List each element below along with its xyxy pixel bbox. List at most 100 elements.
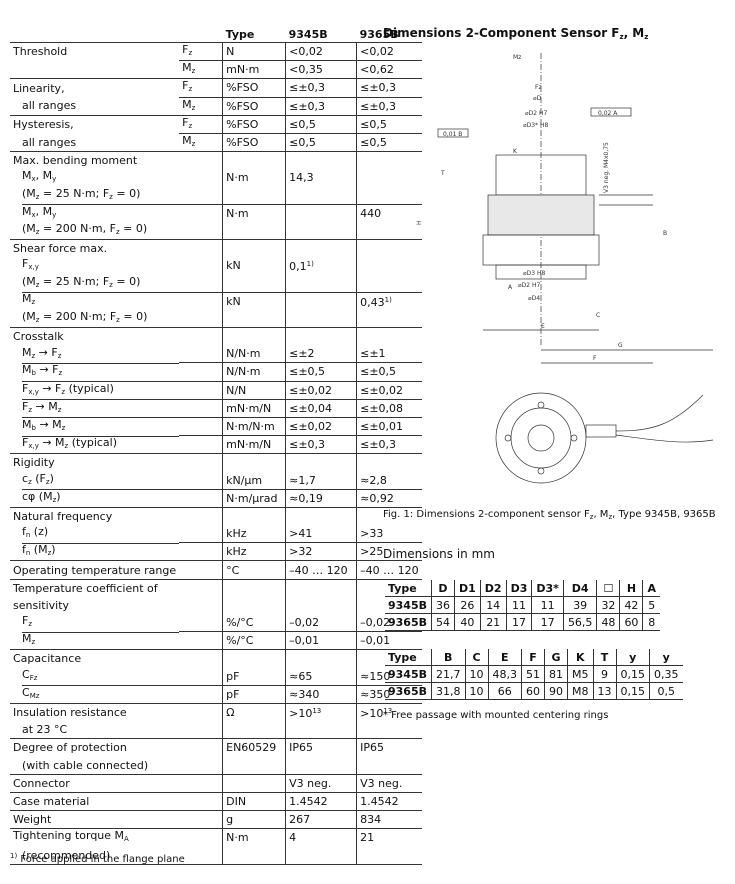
spec-cell-label: Capacitance [10, 649, 180, 668]
spec-cell-unit [222, 186, 286, 205]
spec-cell-v1: –40 … 120 [285, 560, 357, 580]
table-cell: 17 [505, 613, 532, 631]
spec-cell-v1 [285, 291, 357, 310]
spec-cell-unit: N·m/µrad [222, 488, 286, 508]
spec-cell-v1: >41 [285, 525, 357, 543]
spec-cell-v2: ≤±0,08 [356, 398, 423, 418]
table-cell: M5 [567, 665, 593, 683]
spec-cell-unit: mN·m/N [222, 435, 286, 454]
spec-cell-sub [179, 416, 223, 436]
table-cell: 60 [521, 682, 545, 700]
spec-cell-unit: N/N [222, 380, 286, 400]
spec-cell-unit [222, 309, 286, 328]
spec-cell-unit [222, 846, 286, 865]
spec-cell-v1 [285, 151, 357, 170]
spec-cell-v2: ≤±1 [356, 345, 423, 363]
table-cell: 9 [592, 665, 616, 683]
table-cell: ☐ [596, 580, 620, 597]
spec-cell-unit: %FSO [222, 96, 286, 116]
table-cell: 0,35 [649, 665, 683, 683]
spec-cell-v2: –40 … 120 [356, 560, 423, 580]
spec-cell-sub [179, 453, 223, 472]
table-cell: 81 [544, 665, 568, 683]
label-h: H [416, 220, 423, 225]
label-g: G [618, 342, 623, 349]
spec-cell-v1: ≈0,19 [285, 488, 357, 508]
spec-cell-v1 [285, 186, 357, 205]
spec-cell-label: CFz [22, 667, 38, 682]
spec-cell-v2 [356, 169, 423, 187]
label-f: F [593, 355, 597, 362]
spec-cell-label: fn (z) [22, 525, 49, 540]
spec-cell-v2 [356, 239, 423, 258]
spec-cell-label: Operating temperature range [10, 560, 180, 580]
spec-row: fn (Mz)kHz>32>25 [10, 542, 423, 561]
spec-cell-label: Natural frequency [10, 506, 180, 526]
spec-cell-label: Connector [10, 773, 180, 793]
spec-row: at 23 °C [10, 721, 423, 739]
spec-cell-label [10, 26, 179, 43]
spec-row: Capacitance [10, 649, 423, 668]
spec-cell-sub: Fz [179, 41, 223, 61]
spec-row: Shear force max. [10, 239, 423, 258]
spec-cell-v1: 0,11) [285, 257, 357, 275]
label-t: T [440, 170, 445, 177]
spec-cell-v1: >1013 [285, 702, 357, 722]
spec-cell-v2 [356, 151, 423, 170]
spec-cell-v2: <0,62 [356, 60, 423, 79]
table-cell: 9365B [385, 613, 432, 631]
spec-cell-v2: ≈0,92 [356, 488, 423, 508]
spec-cell-v2: ≤±0,3 [356, 435, 423, 454]
spec-cell-v1: –0,01 [285, 631, 357, 650]
spec-cell-unit: Ω [222, 702, 286, 722]
spec-cell-label: Mb → Mz [10, 417, 180, 436]
spec-cell-sub: Mz [179, 60, 223, 79]
spec-cell-v1: 9345B [288, 27, 328, 41]
spec-cell-v2: 0,431) [356, 291, 423, 310]
spec-cell-label: (Mz = 200 N·m; Fz = 0) [22, 309, 148, 324]
spec-cell-sub [179, 327, 223, 346]
figure-title: Dimensions 2-Component Sensor Fz, Mz [383, 26, 649, 41]
spec-cell-v2 [356, 721, 423, 739]
spec-cell-unit: N·m/N·m [222, 416, 286, 436]
table-cell: 56,5 [562, 613, 597, 631]
spec-cell-v1 [285, 274, 357, 293]
spec-cell-label: Weight [10, 810, 180, 829]
spec-cell-label: Threshold [10, 41, 180, 61]
label-d3b: ⌀D3 H8 [523, 270, 545, 277]
spec-cell-label: (with cable connected) [22, 758, 149, 772]
spec-row: (Mz = 200 N·m, Fz = 0) [10, 221, 423, 240]
spec-cell-sub [179, 506, 223, 526]
label-k: K [513, 148, 518, 155]
spec-cell-v1: ≈1,7 [285, 471, 357, 490]
table-cell: 21,7 [431, 665, 465, 683]
spec-cell-sub [179, 560, 223, 580]
spec-row: (recommended) [10, 846, 423, 865]
spec-cell-sub [179, 151, 223, 170]
table-cell: C [464, 649, 488, 666]
spec-cell-sub [179, 488, 223, 508]
spec-row: Mz%/°C–0,01–0,01 [10, 631, 423, 650]
spec-row: Max. bending moment [10, 151, 423, 170]
table-cell: 21 [479, 613, 507, 631]
spec-cell-unit [222, 151, 286, 170]
table-cell: 26 [454, 596, 481, 614]
spec-cell-sub [179, 846, 223, 865]
spec-row: cz (Fz)kN/µm≈1,7≈2,8 [10, 471, 423, 490]
spec-cell-sub [179, 380, 223, 400]
spec-cell-v2: ≤0,5 [356, 132, 423, 152]
spec-cell-unit: N/N·m [222, 362, 286, 382]
spec-row: Fx,y → Fz (typical)N/N≤±0,02≤±0,02 [10, 380, 423, 400]
spec-cell-sub [179, 203, 223, 222]
spec-cell-unit [222, 221, 286, 240]
spec-cell-unit [222, 721, 286, 739]
dimensions-heading: Dimensions in mm [383, 547, 495, 561]
spec-cell-unit: pF [222, 684, 286, 704]
